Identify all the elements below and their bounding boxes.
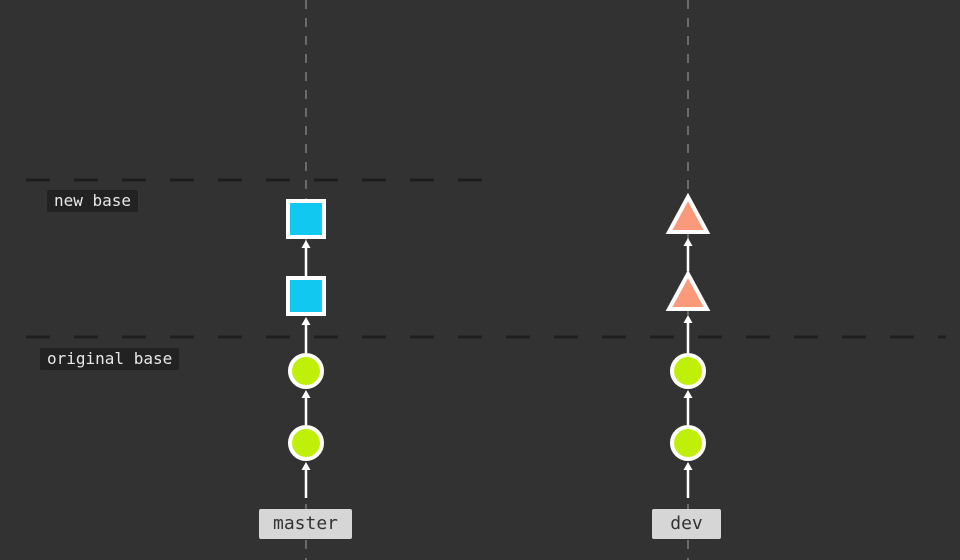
commit-node-dev-2[interactable] (670, 353, 706, 389)
arrowhead-icon (683, 238, 693, 246)
branch-label-dev[interactable]: dev (652, 509, 721, 539)
original-base-label: original base (40, 348, 180, 370)
arrowhead-icon (683, 462, 693, 470)
commit-node-master-1[interactable] (288, 425, 324, 461)
commit-nodes (286, 192, 711, 461)
arrowhead-icon (301, 462, 311, 470)
arrowhead-icon (301, 390, 311, 398)
commit-edges (301, 238, 693, 498)
arrowhead-icon (301, 240, 311, 248)
new-base-label: new base (47, 190, 139, 212)
arrowhead-icon (683, 390, 693, 398)
commit-node-dev-4[interactable] (665, 192, 711, 234)
branch-label-master[interactable]: master (259, 509, 352, 539)
arrowhead-icon (683, 315, 693, 323)
commit-node-master-4[interactable] (286, 199, 326, 239)
commit-node-dev-3[interactable] (665, 269, 711, 311)
commit-node-master-2[interactable] (288, 353, 324, 389)
commit-node-dev-1[interactable] (670, 425, 706, 461)
commit-node-master-3[interactable] (286, 276, 326, 316)
arrowhead-icon (301, 317, 311, 325)
